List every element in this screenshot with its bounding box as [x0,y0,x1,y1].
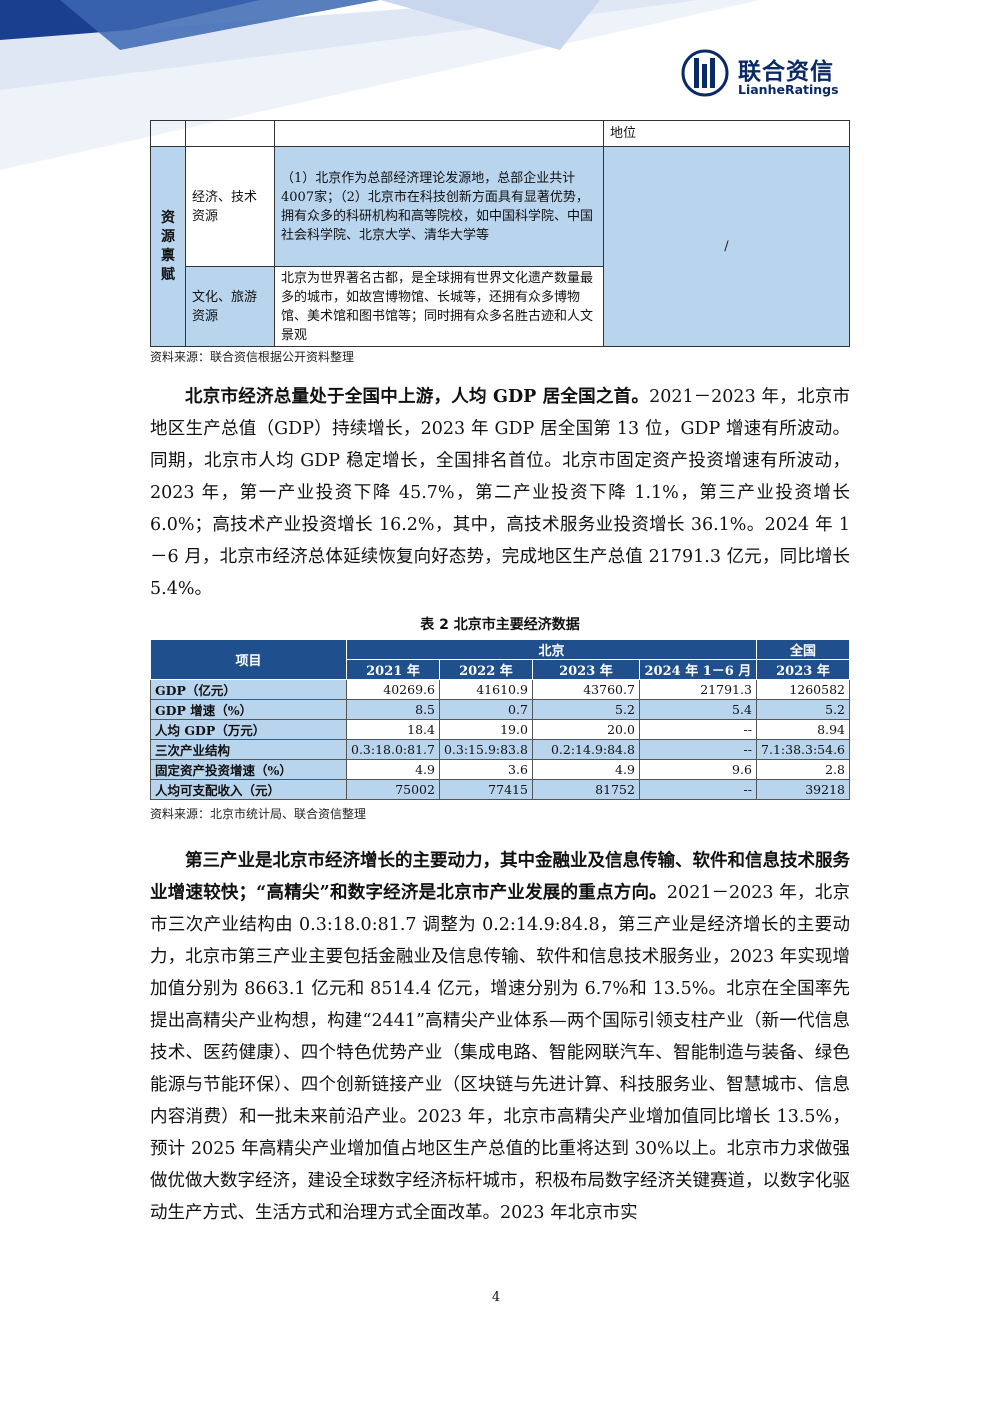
table2-col-2023: 2023 年 [531,659,640,680]
paragraph-1-body: 2021－2023 年，北京市地区生产总值（GDP）持续增长，2023 年 GD… [150,387,850,599]
table2-col-2022: 2022 年 [438,659,533,680]
table-row: GDP 增速（%） 8.5 0.7 5.2 5.4 5.2 [150,699,851,720]
table2-header-item: 项目 [150,639,347,680]
table-row: 三次产业结构 0.3:18.0:81.7 0.3:15.9:83.8 0.2:1… [150,739,851,760]
economic-data-table: 项目 北京 全国 2021 年 2022 年 2023 年 2024 年 1－6… [150,639,851,800]
table2-col-2024h1: 2024 年 1－6 月 [638,659,757,680]
table2-header-beijing: 北京 [346,639,757,660]
table1-sub-1: 经济、技术资源 [185,146,275,267]
brand-name-en: LianheRatings [738,82,839,97]
table1-text-2: 北京为世界著名古都，是全球拥有世界文化遗产数量最多的城市，如故宫博物馆、长城等，… [274,266,604,347]
paragraph-2-lead: 第三产业是北京市经济增长的主要动力，其中金融业及信息传输、软件和信息技术服务业增… [150,851,850,903]
page-number: 4 [491,1290,501,1305]
table-row: GDP（亿元） 40269.6 41610.9 43760.7 21791.3 … [150,679,851,700]
table2-col-national-2023: 2023 年 [755,659,851,680]
table2-header-national: 全国 [755,639,851,660]
table-row: 人均 GDP（万元） 18.4 19.0 20.0 -- 8.94 [150,719,851,740]
paragraph-2-body: 2021－2023 年，北京市三次产业结构由 0.3:18.0:81.7 调整为… [150,883,850,1223]
table1-slash: / [603,146,850,347]
paragraph-1: 北京市经济总量处于全国中上游，人均 GDP 居全国之首。2021－2023 年，… [150,381,850,605]
paragraph-1-lead: 北京市经济总量处于全国中上游，人均 GDP 居全国之首。 [185,387,650,407]
table2-source: 资料来源：北京市统计局、联合资信整理 [150,807,367,821]
table-row: 固定资产投资增速（%） 4.9 3.6 4.9 9.6 2.8 [150,759,851,780]
table2-title: 表 2 北京市主要经济数据 [420,617,580,633]
table1-source: 资料来源：联合资信根据公开资料整理 [150,350,355,364]
brand-name: 联合资信 [738,59,834,85]
table1-text-1: （1）北京作为总部经济理论发源地，总部企业共计4007家；（2）北京市在科技创新… [274,146,604,267]
table2-col-2021: 2021 年 [346,659,440,680]
brand-logo-icon [681,49,729,97]
table1-category: 资源禀赋 [150,146,186,347]
paragraph-2: 第三产业是北京市经济增长的主要动力，其中金融业及信息传输、软件和信息技术服务业增… [150,845,850,1229]
resource-table: 地位 资源禀赋 经济、技术资源 （1）北京作为总部经济理论发源地，总部企业共计4… [150,120,850,347]
table-row: 人均可支配收入（元） 75002 77415 81752 -- 39218 [150,779,851,800]
table1-top-cell: 地位 [603,120,850,147]
table1-sub-2: 文化、旅游资源 [185,266,275,347]
